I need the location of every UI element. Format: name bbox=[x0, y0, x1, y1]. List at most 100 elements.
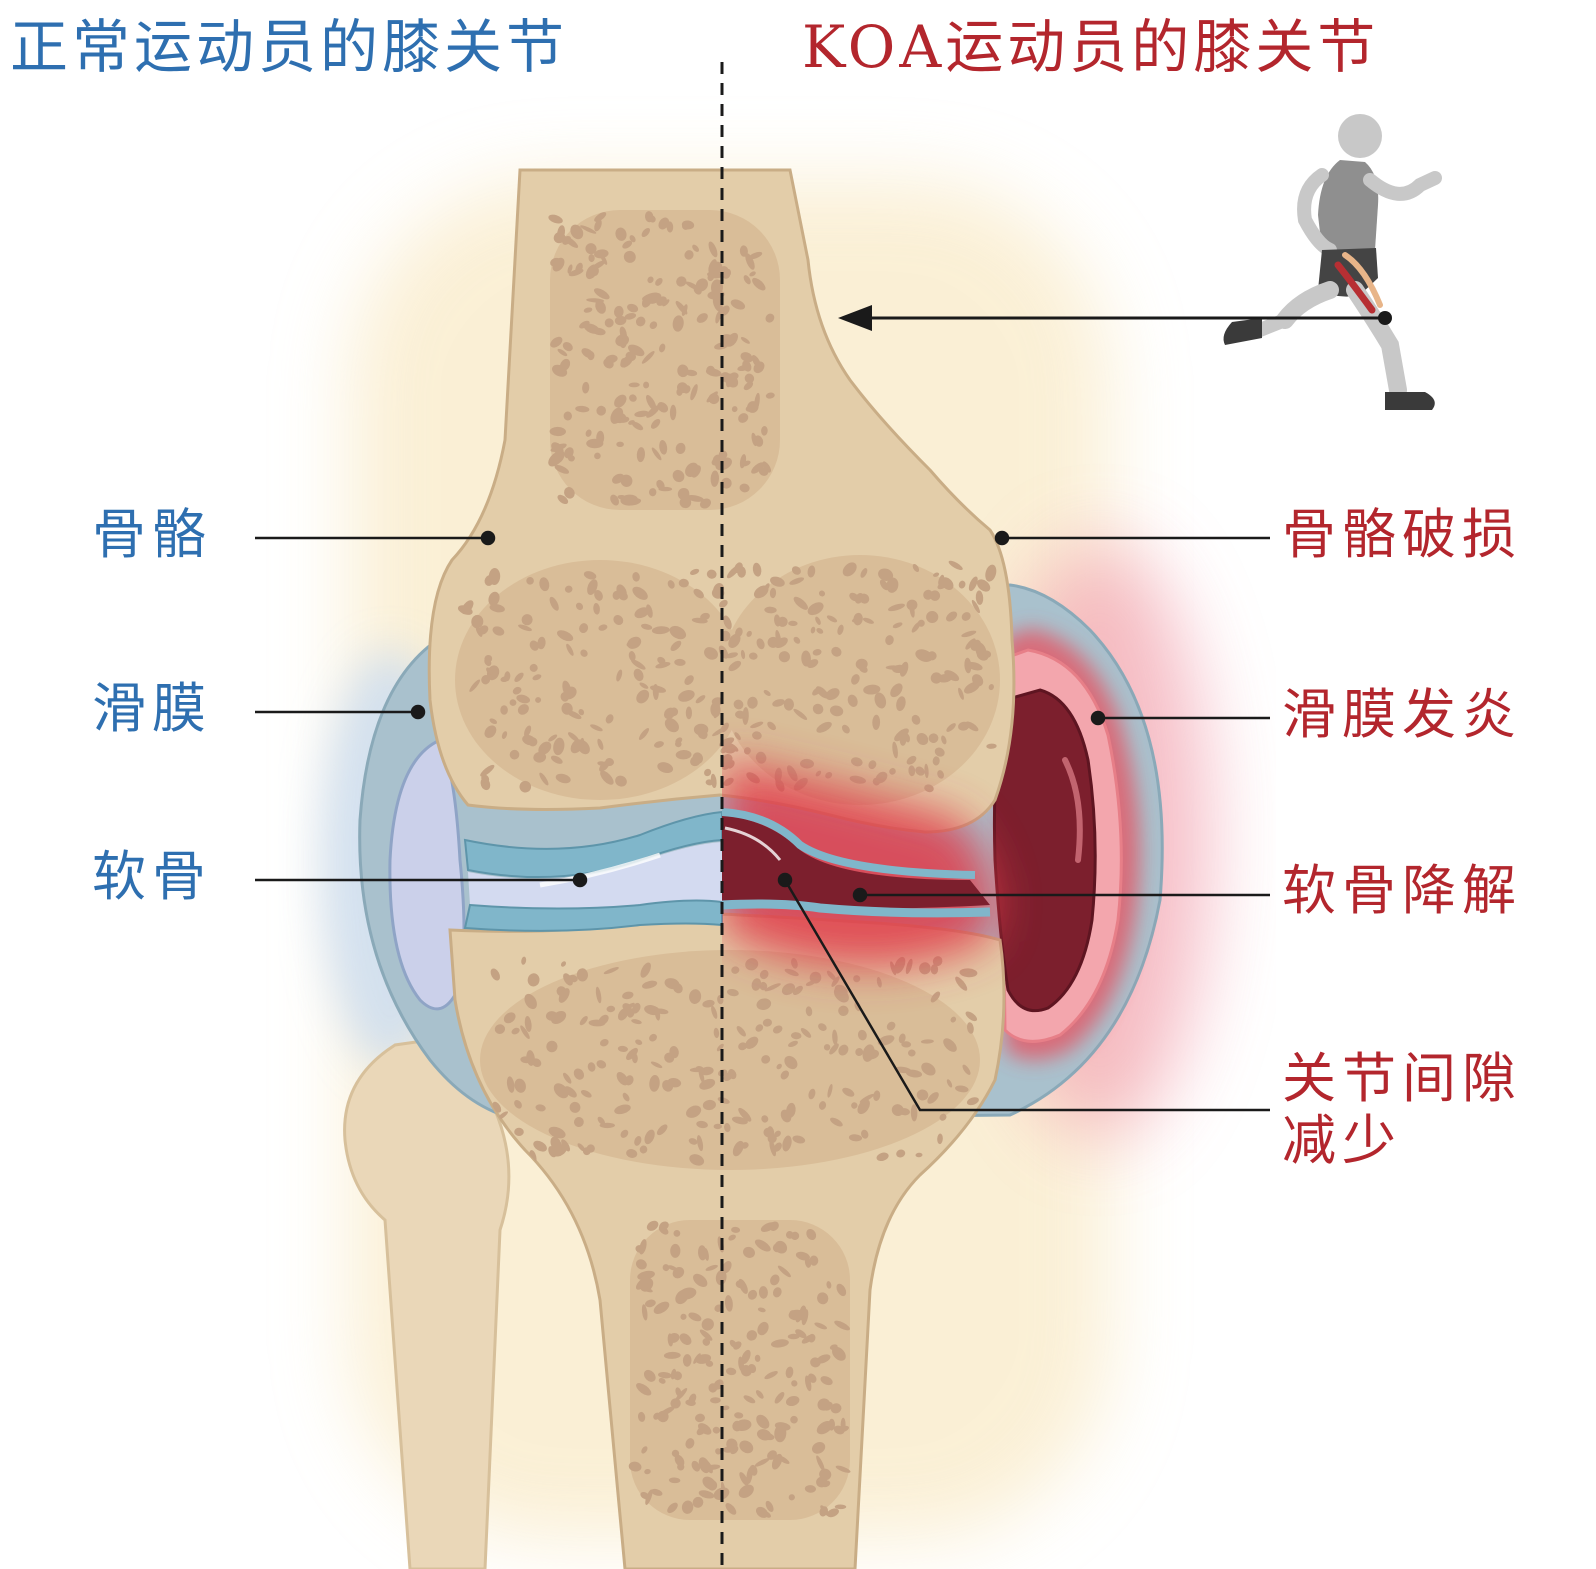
bone-pore bbox=[700, 612, 710, 621]
bone-pore bbox=[761, 1115, 769, 1123]
bone-pore bbox=[743, 381, 754, 391]
bone-pore bbox=[772, 1287, 782, 1298]
bone-pore bbox=[739, 483, 750, 493]
bone-pore bbox=[826, 970, 837, 981]
bone-pore bbox=[851, 1102, 858, 1109]
bone-pore bbox=[783, 698, 795, 711]
bone-pore bbox=[675, 442, 686, 454]
bone-pore bbox=[725, 652, 738, 659]
bone-pore bbox=[773, 1142, 782, 1152]
bone-pore bbox=[654, 1007, 661, 1021]
bone-pore bbox=[535, 697, 542, 703]
bone-pore bbox=[646, 1220, 659, 1231]
bone-pore bbox=[698, 1457, 711, 1474]
bone-pore bbox=[739, 245, 748, 257]
bone-pore bbox=[751, 462, 765, 474]
bone-pore bbox=[800, 1027, 812, 1038]
bone-pore bbox=[751, 978, 762, 991]
bone-pore bbox=[898, 1033, 906, 1044]
bone-pore bbox=[511, 1027, 520, 1035]
bone-pore bbox=[670, 1368, 677, 1380]
bone-pore bbox=[636, 447, 646, 463]
bone-pore bbox=[596, 405, 607, 416]
bone-pore bbox=[888, 603, 905, 612]
bone-pore bbox=[693, 1273, 708, 1288]
bone-pore bbox=[838, 1044, 849, 1056]
bone-pore bbox=[702, 1099, 716, 1111]
bone-pore bbox=[940, 577, 954, 590]
bone-pore bbox=[826, 1508, 839, 1518]
bone-pore bbox=[791, 1380, 798, 1387]
bone-pore bbox=[668, 1332, 680, 1343]
bone-pore bbox=[620, 358, 628, 368]
bone-pore bbox=[906, 599, 918, 611]
bone-pore bbox=[583, 571, 597, 580]
bone-pore bbox=[976, 579, 991, 592]
bone-pore bbox=[625, 351, 636, 362]
bone-pore bbox=[648, 488, 657, 497]
bone-pore bbox=[682, 1354, 692, 1367]
bone-pore bbox=[965, 1011, 978, 1022]
bone-pore bbox=[659, 439, 668, 455]
bone-pore bbox=[682, 222, 690, 230]
label-joint-space-line2: 减少 bbox=[1282, 1109, 1402, 1173]
bone-pore bbox=[982, 650, 992, 658]
bone-pore bbox=[678, 690, 695, 702]
bone-pore bbox=[632, 572, 640, 582]
bone-pore bbox=[622, 240, 633, 249]
bone-pore bbox=[670, 640, 682, 652]
bone-pore bbox=[825, 688, 840, 701]
synovial-fluid-left bbox=[388, 738, 466, 1011]
bone-pore bbox=[826, 1281, 832, 1289]
bone-pore bbox=[729, 1339, 737, 1348]
bone-pore bbox=[747, 696, 758, 709]
bone-pore bbox=[716, 1043, 724, 1052]
bone-pore bbox=[576, 739, 590, 755]
bone-pore bbox=[650, 1061, 663, 1069]
bone-pore bbox=[891, 1104, 904, 1117]
bone-pore bbox=[529, 663, 538, 672]
label-cartilage: 软骨 bbox=[92, 845, 212, 908]
bone-pore bbox=[832, 1346, 846, 1361]
bone-pore bbox=[739, 1440, 754, 1454]
bone-pore bbox=[738, 1107, 752, 1122]
bone-pore bbox=[568, 268, 584, 277]
bone-pore bbox=[484, 658, 492, 667]
bone-pore bbox=[643, 1369, 656, 1382]
bone-pore bbox=[885, 665, 902, 670]
bone-pore bbox=[770, 1274, 780, 1286]
bone-pore bbox=[706, 365, 715, 375]
bone-pore bbox=[752, 277, 766, 291]
bone-pore bbox=[818, 1023, 827, 1031]
bone-pore bbox=[693, 588, 704, 599]
bone-pore bbox=[915, 1152, 923, 1158]
bone-pore bbox=[697, 729, 708, 740]
bone-pore bbox=[695, 278, 708, 292]
bone-pore bbox=[702, 999, 715, 1008]
bone-pore bbox=[728, 660, 742, 672]
bone-pore bbox=[722, 1405, 730, 1411]
bone-pore bbox=[975, 590, 984, 605]
bone-pore bbox=[754, 1354, 761, 1362]
bone-pore bbox=[834, 1320, 850, 1331]
bone-pore bbox=[758, 1286, 768, 1299]
bone-pore bbox=[706, 391, 718, 403]
bone-pore bbox=[781, 983, 796, 996]
bone-pore bbox=[787, 1333, 800, 1340]
bone-pore bbox=[840, 1417, 846, 1432]
bone-pore bbox=[770, 576, 785, 587]
bone-pore bbox=[761, 426, 768, 436]
bone-pore bbox=[745, 958, 759, 971]
bone-pore bbox=[917, 619, 925, 627]
bone-pore bbox=[480, 764, 495, 777]
bone-pore bbox=[670, 1398, 681, 1409]
bone-pore bbox=[804, 1257, 812, 1268]
bone-pore bbox=[740, 1365, 752, 1377]
bone-pore bbox=[613, 305, 624, 318]
bone-pore bbox=[550, 1136, 562, 1152]
bone-pore bbox=[561, 1139, 571, 1152]
bone-pore bbox=[538, 741, 552, 755]
bone-pore bbox=[752, 562, 762, 577]
bone-pore bbox=[531, 1058, 542, 1068]
bone-pore bbox=[651, 447, 662, 461]
